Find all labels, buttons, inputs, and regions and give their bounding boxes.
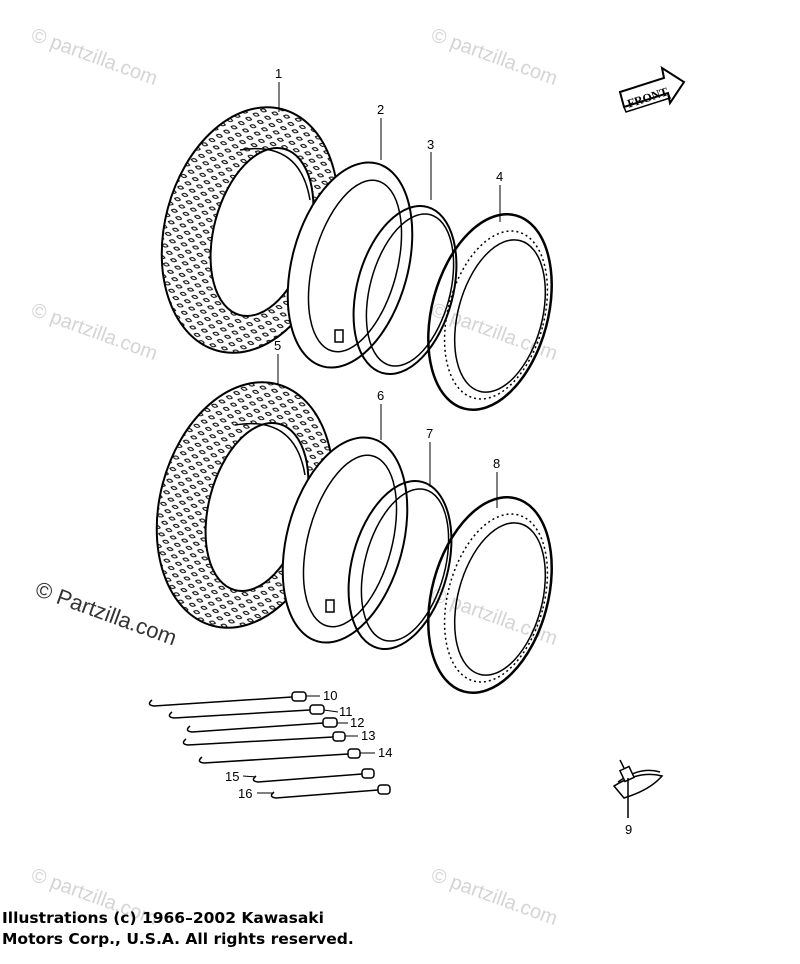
spoke-13: [182, 731, 346, 746]
callout-16: 16: [238, 786, 252, 801]
callout-8: 8: [493, 456, 500, 471]
callout-12: 12: [350, 715, 364, 730]
front-arrow: FRONT: [618, 65, 686, 113]
callout-4: 4: [496, 169, 503, 184]
spoke-10: [148, 691, 307, 707]
spoke-11: [168, 704, 325, 719]
callout-2: 2: [377, 102, 384, 117]
upper-tube: [286, 161, 414, 369]
copyright-line-2: Motors Corp., U.S.A. All rights reserved…: [2, 930, 354, 948]
leader-lines: [242, 82, 501, 794]
callout-7: 7: [426, 426, 433, 441]
watermark: © partzilla.com: [428, 864, 560, 930]
callouts: 1 2 3 4 5 6 7 8 9 10 11 12 13 14 15 16: [225, 66, 632, 837]
callout-14: 14: [378, 745, 392, 760]
upper-rim: [427, 212, 553, 412]
lower-rim-band: [347, 480, 453, 650]
copyright-line-1: Illustrations (c) 1966–2002 Kawasaki: [2, 909, 324, 927]
watermark-main: © Partzilla.com: [32, 576, 180, 650]
callout-3: 3: [427, 137, 434, 152]
lower-rim: [427, 495, 553, 695]
spoke-14: [198, 748, 361, 764]
watermark: © partzilla.com: [428, 24, 560, 90]
valve: [612, 759, 664, 818]
watermark: © partzilla.com: [28, 24, 160, 90]
callout-6: 6: [377, 388, 384, 403]
callout-10: 10: [323, 688, 337, 703]
spoke-12: [186, 717, 338, 733]
spoke-16: [270, 784, 391, 799]
spokes: [148, 691, 391, 799]
upper-rim-band: [352, 205, 458, 375]
callout-1: 1: [275, 66, 282, 81]
copyright-notice: Illustrations (c) 1966–2002 Kawasaki Mot…: [2, 908, 354, 950]
spoke-15: [252, 768, 375, 783]
callout-11: 11: [339, 704, 353, 719]
watermark: © partzilla.com: [28, 299, 160, 365]
callout-15: 15: [225, 769, 239, 784]
lower-tube: [281, 436, 409, 644]
callout-9: 9: [625, 822, 632, 837]
callout-13: 13: [361, 728, 375, 743]
callout-5: 5: [274, 338, 281, 353]
